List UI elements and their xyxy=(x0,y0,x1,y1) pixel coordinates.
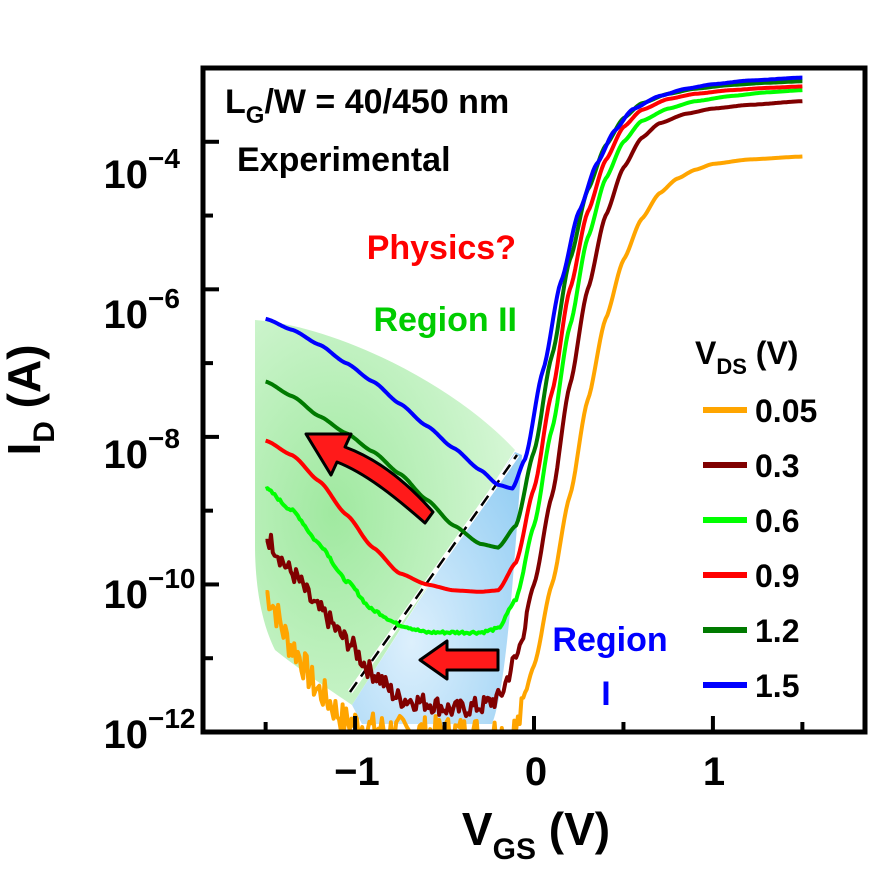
x-axis-label: VGS (V) xyxy=(462,803,610,866)
legend-label-vds-0.05: 0.05 xyxy=(755,393,817,429)
y-tick-label: 10 xyxy=(104,433,149,477)
region-boundary-dashed-line xyxy=(348,454,519,693)
legend-label-vds-1.2: 1.2 xyxy=(755,613,799,649)
legend-title: VDS (V) xyxy=(695,335,798,379)
y-tick-labels: 10 −12 10 −10 10 −8 10 −6 10 −4 xyxy=(104,143,196,757)
y-tick-exponent: −10 xyxy=(148,563,196,594)
device-dimensions-label: LG/W = 40/450 nm xyxy=(225,83,509,129)
experimental-label: Experimental xyxy=(237,141,451,179)
y-tick-label: 10 xyxy=(104,153,149,197)
y-tick-label: 10 xyxy=(104,573,149,617)
legend-label-vds-0.6: 0.6 xyxy=(755,503,799,539)
y-axis-label: ID (A) xyxy=(0,344,61,455)
legend: VDS (V) 0.05 0.3 0.6 0.9 1.2 1.5 xyxy=(695,335,817,704)
x-tick-label: 0 xyxy=(525,750,547,794)
legend-label-vds-0.3: 0.3 xyxy=(755,448,799,484)
legend-label-vds-1.5: 1.5 xyxy=(755,668,799,704)
series-line-vds-1.5 xyxy=(265,75,803,491)
region-i-label: Region xyxy=(552,621,667,659)
series-group xyxy=(264,75,803,732)
x-tick-label: −1 xyxy=(334,750,380,794)
series-line-vds-1.2 xyxy=(265,79,803,550)
region-i-label-line2: I xyxy=(601,675,610,713)
ticks-group xyxy=(203,66,805,734)
y-tick-exponent: −6 xyxy=(148,283,180,314)
legend-entries: 0.05 0.3 0.6 0.9 1.2 1.5 xyxy=(703,393,817,704)
legend-label-vds-0.9: 0.9 xyxy=(755,558,799,594)
region-i-arrow xyxy=(418,639,500,681)
y-tick-exponent: −4 xyxy=(148,143,180,174)
y-tick-label: 10 xyxy=(104,293,149,337)
y-tick-label: 10 xyxy=(104,713,149,757)
region-ii-label: Region II xyxy=(373,301,517,339)
series-line-vds-0.05 xyxy=(265,154,803,732)
physics-label: Physics? xyxy=(367,229,516,267)
region-ii-arrow xyxy=(304,432,435,525)
x-tick-labels: −1 0 1 xyxy=(334,750,725,794)
y-tick-exponent: −12 xyxy=(148,703,196,734)
x-tick-label: 1 xyxy=(703,750,725,794)
series-line-vds-0.9 xyxy=(264,84,803,594)
y-tick-exponent: −8 xyxy=(148,423,180,454)
series-line-vds-0.3 xyxy=(265,99,803,719)
series-line-vds-0.6 xyxy=(264,88,803,636)
